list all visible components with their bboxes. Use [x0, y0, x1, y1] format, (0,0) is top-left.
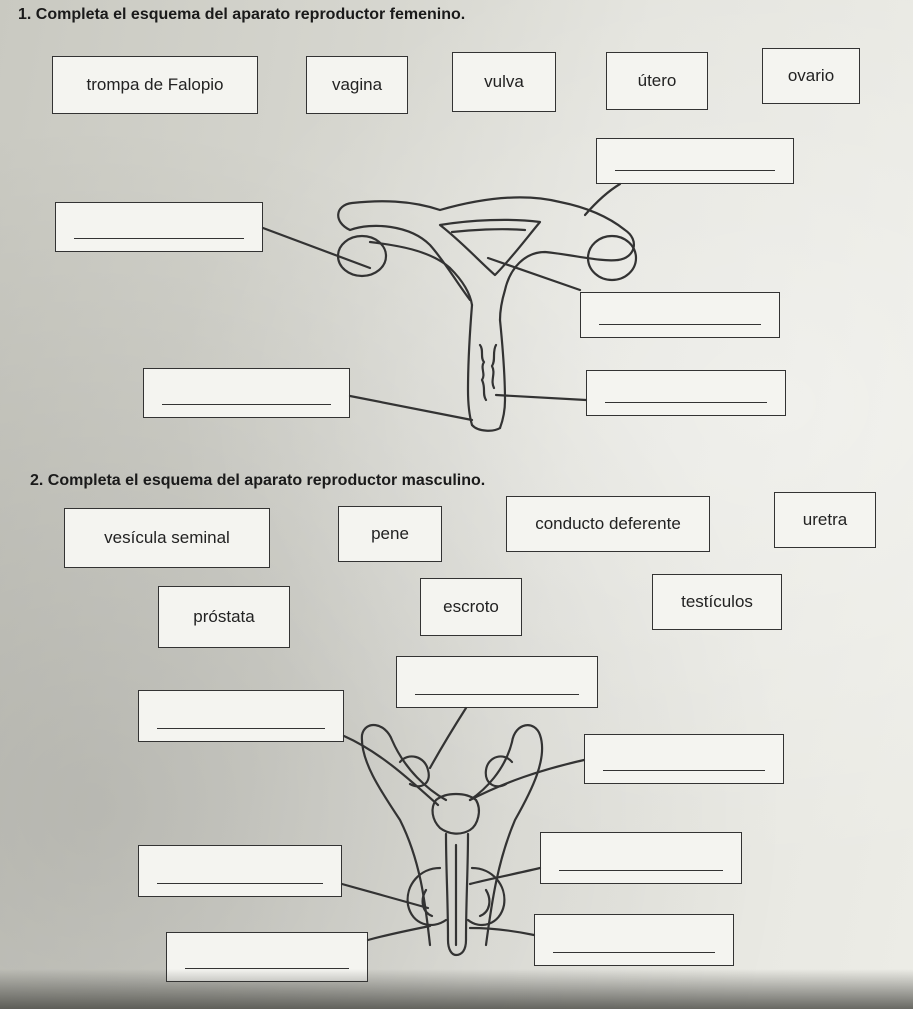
exercise-1-title: 1. Completa el esquema del aparato repro… [18, 6, 466, 23]
answer-blank-male-2[interactable] [138, 690, 344, 742]
answer-blank-female-2[interactable] [55, 202, 263, 252]
answer-line [157, 883, 323, 884]
answer-blank-female-4[interactable] [143, 368, 350, 418]
word-testiculos: testículos [652, 574, 782, 630]
answer-line [603, 770, 765, 771]
answer-blank-male-3[interactable] [584, 734, 784, 784]
answer-blank-male-1[interactable] [396, 656, 598, 708]
answer-line [162, 404, 331, 405]
answer-line [553, 952, 715, 953]
table-edge-shadow [0, 969, 913, 1009]
answer-line [74, 238, 244, 239]
word-ovario: ovario [762, 48, 860, 104]
word-utero: útero [606, 52, 708, 110]
answer-blank-male-5[interactable] [540, 832, 742, 884]
answer-blank-male-7[interactable] [534, 914, 734, 966]
word-conducto-deferente: conducto deferente [506, 496, 710, 552]
word-pene: pene [338, 506, 442, 562]
word-vesicula-seminal: vesícula seminal [64, 508, 270, 568]
answer-line [605, 402, 767, 403]
answer-blank-female-1[interactable] [596, 138, 794, 184]
exercise-2-title: 2. Completa el esquema del aparato repro… [30, 472, 486, 489]
word-vulva: vulva [452, 52, 556, 112]
female-reproductive-diagram [261, 182, 638, 432]
answer-line [615, 170, 775, 171]
word-escroto: escroto [420, 578, 522, 636]
answer-line [185, 968, 349, 969]
answer-blank-female-3[interactable] [580, 292, 780, 338]
answer-blank-female-5[interactable] [586, 370, 786, 416]
answer-line [599, 324, 761, 325]
word-vagina: vagina [306, 56, 408, 114]
answer-blank-male-4[interactable] [138, 845, 342, 897]
answer-line [415, 694, 579, 695]
answer-line [559, 870, 723, 871]
word-uretra: uretra [774, 492, 876, 548]
word-prostata: próstata [158, 586, 290, 648]
answer-line [157, 728, 325, 729]
word-trompa-de-falopio: trompa de Falopio [52, 56, 258, 114]
